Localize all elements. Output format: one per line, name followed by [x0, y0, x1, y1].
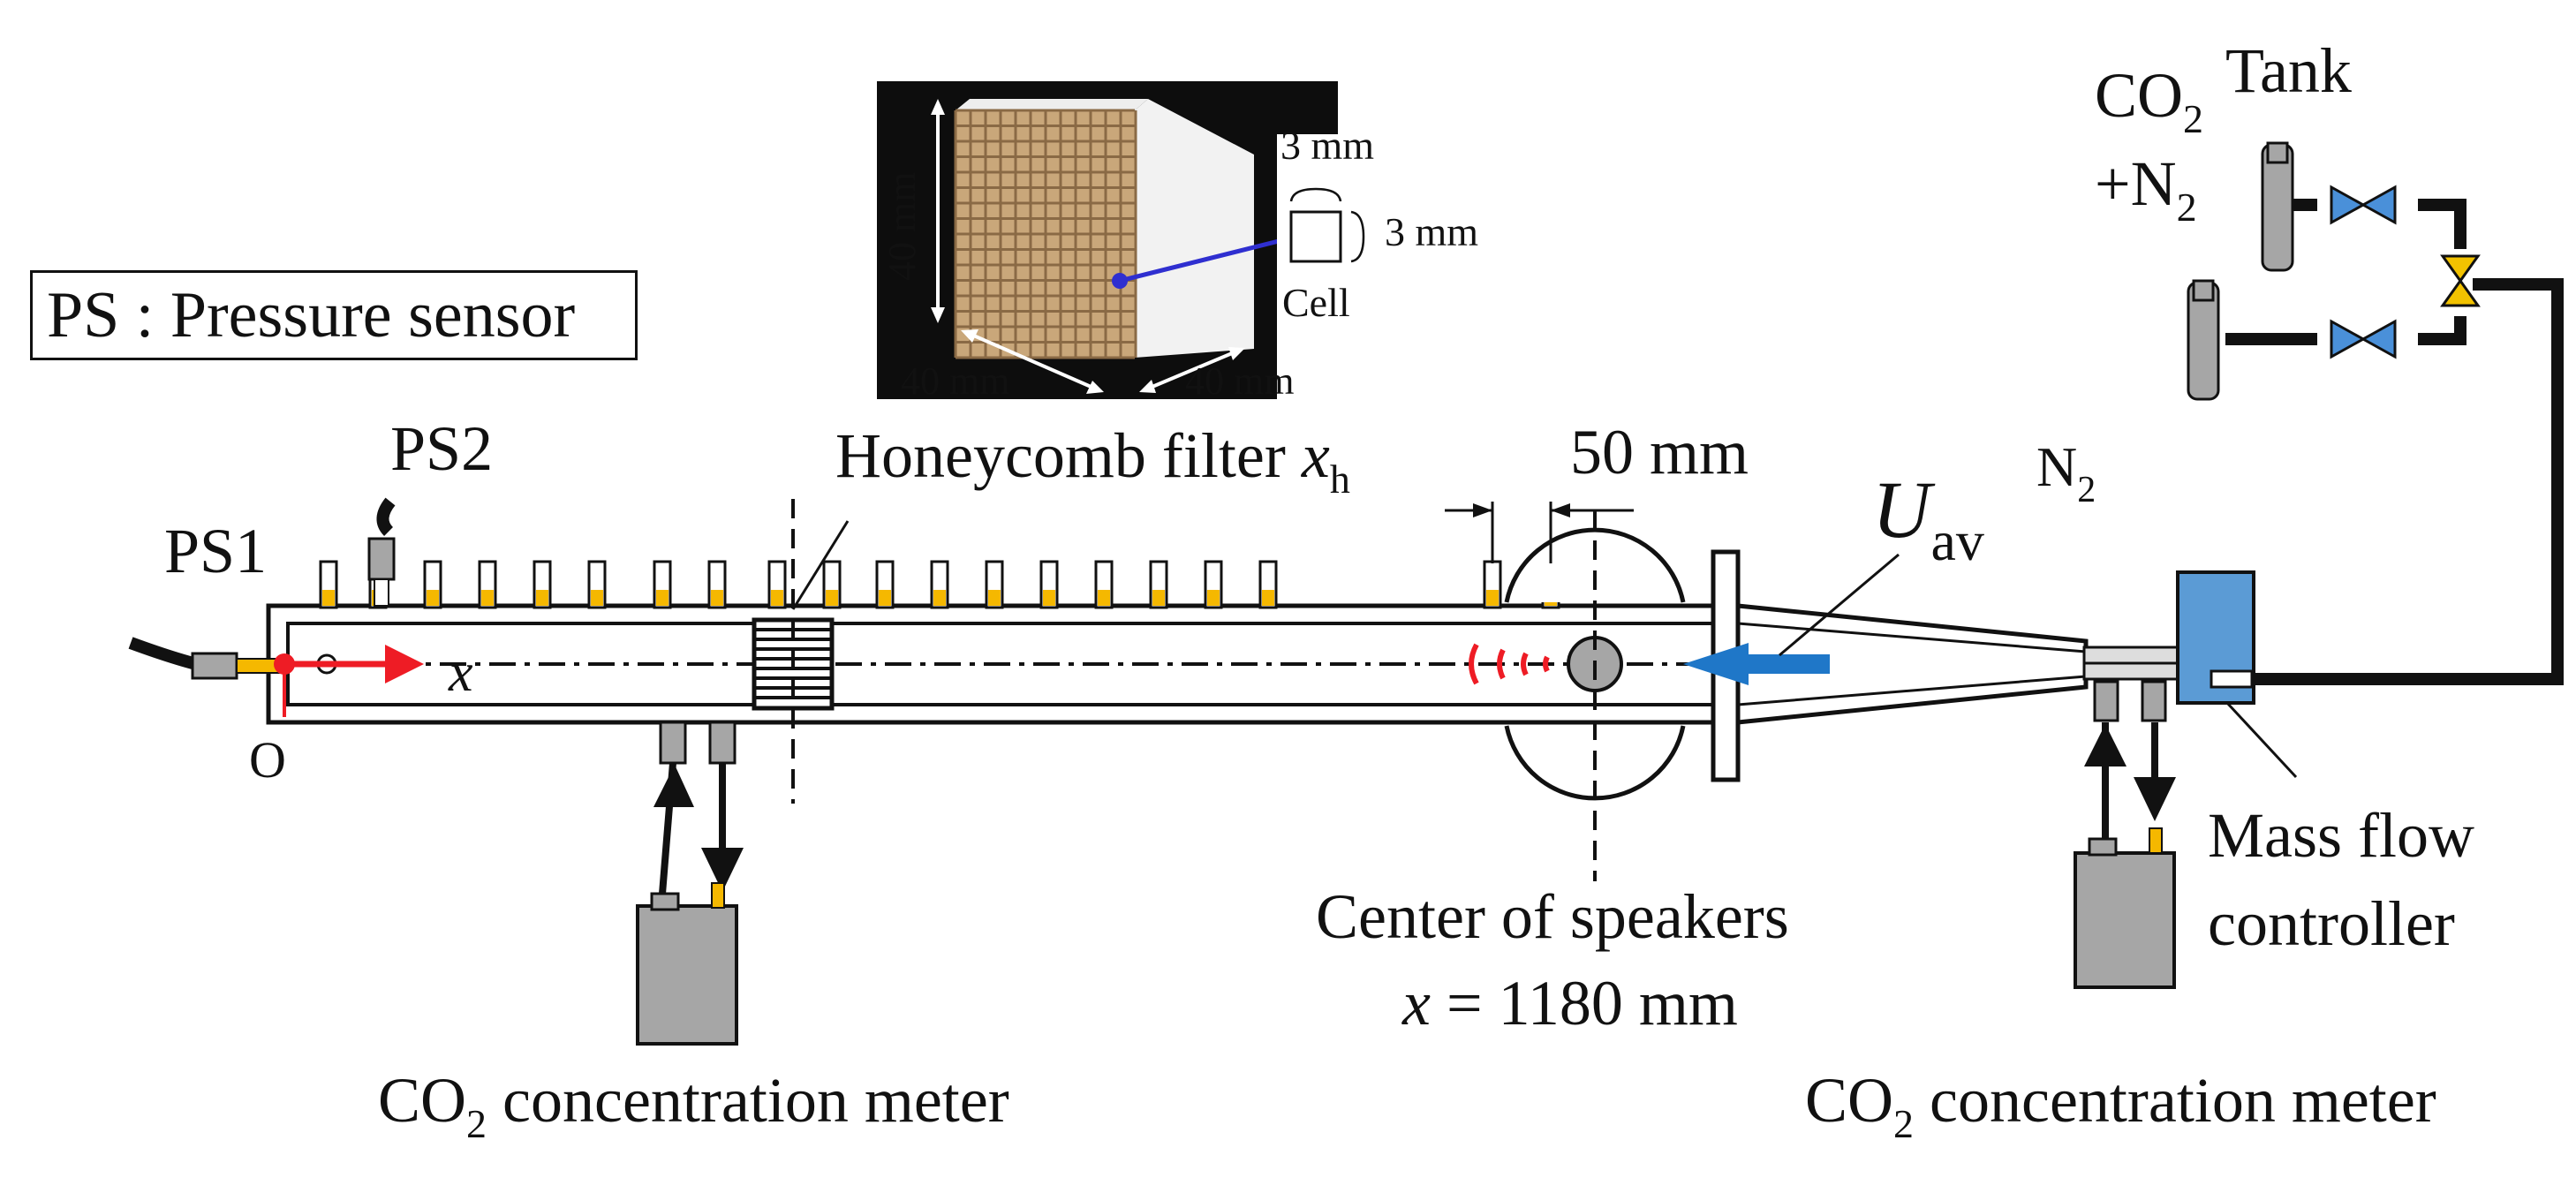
sensor-port-tip: [536, 590, 548, 606]
ps1-sensor: [128, 637, 282, 680]
sensor-port-tip: [427, 590, 439, 606]
tank-label: Tank: [2225, 35, 2352, 106]
speaker-center-label: Center of speakers: [1316, 881, 1789, 952]
photo-width-label: 40 mm: [901, 359, 1009, 403]
sensor-port-tip: [711, 590, 723, 606]
mass-flow-controller: [2176, 570, 2298, 779]
right-meter-ports: [2084, 680, 2176, 839]
photo-depth-label: 40 mm: [1185, 359, 1294, 403]
honeycomb-filter-label: Honeycomb filter xh: [835, 420, 1350, 502]
cell-height-label: 3 mm: [1385, 209, 1478, 254]
sensor-port-tip: [1486, 590, 1499, 606]
legend-box: PS : Pressure sensor: [30, 270, 638, 360]
gas-cylinders: [2187, 141, 2294, 401]
sensor-port-tip: [1043, 590, 1055, 606]
sensor-port-tip: [826, 590, 838, 606]
valve-icon: [2330, 319, 2367, 359]
plus-n2-label: +N2: [2095, 148, 2197, 230]
left-co2-meter: [636, 882, 738, 1046]
sensor-port-tip: [322, 590, 335, 606]
sensor-ports: [319, 560, 1560, 609]
sensor-port-tip: [879, 590, 891, 606]
origin-label: O: [249, 731, 286, 789]
sensor-port-tip: [1262, 590, 1274, 606]
sensor-port-tip: [771, 590, 783, 606]
spacing-label: 50 mm: [1570, 417, 1749, 487]
left-meter-ports: [653, 721, 744, 895]
mixing-valve-icon: [2440, 254, 2481, 283]
valves: [2330, 185, 2481, 359]
flow-velocity-label: Uav: [1872, 464, 1984, 572]
origin-marker: [274, 645, 424, 717]
cell-pointer-dot: [1112, 273, 1128, 289]
speaker-position-label: x = 1180 mm: [1401, 968, 1738, 1038]
right-meter-label: CO2 concentration meter: [1805, 1065, 2436, 1146]
mfc-label-line2: controller: [2208, 888, 2455, 959]
ps1-label: PS1: [164, 516, 267, 586]
legend-text: PS : Pressure sensor: [47, 279, 576, 351]
cell-square: [1289, 210, 1342, 263]
speaker-housing: [1469, 527, 1686, 801]
honeycomb-photo: 3 mm 3 mm Cell 40 mm 40 mm 40 mm: [877, 81, 1560, 403]
gas-piping: [2225, 199, 2564, 685]
mfc-label-line1: Mass flow: [2208, 800, 2474, 871]
cell-pointer-line: [1119, 234, 1297, 283]
right-co2-meter: [2074, 827, 2176, 989]
valve-icon: [2330, 185, 2367, 225]
x-axis-arrow-icon: [385, 645, 424, 683]
sensor-port-tip: [1207, 590, 1220, 606]
spacing-dimension: [1445, 502, 1634, 563]
ps2-label: PS2: [390, 413, 493, 484]
honeycomb-filter: [752, 499, 850, 804]
sensor-port-tip: [591, 590, 603, 606]
sound-wave-icon: [1469, 643, 1550, 685]
x-axis-label: x: [448, 643, 473, 703]
left-meter-label: CO2 concentration meter: [378, 1065, 1009, 1146]
n2-left-label: N2: [2036, 435, 2096, 510]
photo-height-label: 40 mm: [880, 172, 924, 281]
sensor-port-tip: [933, 590, 946, 606]
flow-direction-icon: [1683, 643, 1749, 685]
sensor-port-tip: [1152, 590, 1165, 606]
sensor-port-tip: [481, 590, 494, 606]
cell-label: Cell: [1282, 280, 1350, 325]
co2-top-label: CO2: [2095, 60, 2203, 141]
sensor-port-tip: [988, 590, 1001, 606]
cell-width-label: 3 mm: [1280, 123, 1374, 168]
ps2-sensor: [367, 497, 396, 607]
sensor-port-tip: [1098, 590, 1110, 606]
sensor-port-tip: [656, 590, 669, 606]
flow-arrow: [1683, 553, 1900, 685]
